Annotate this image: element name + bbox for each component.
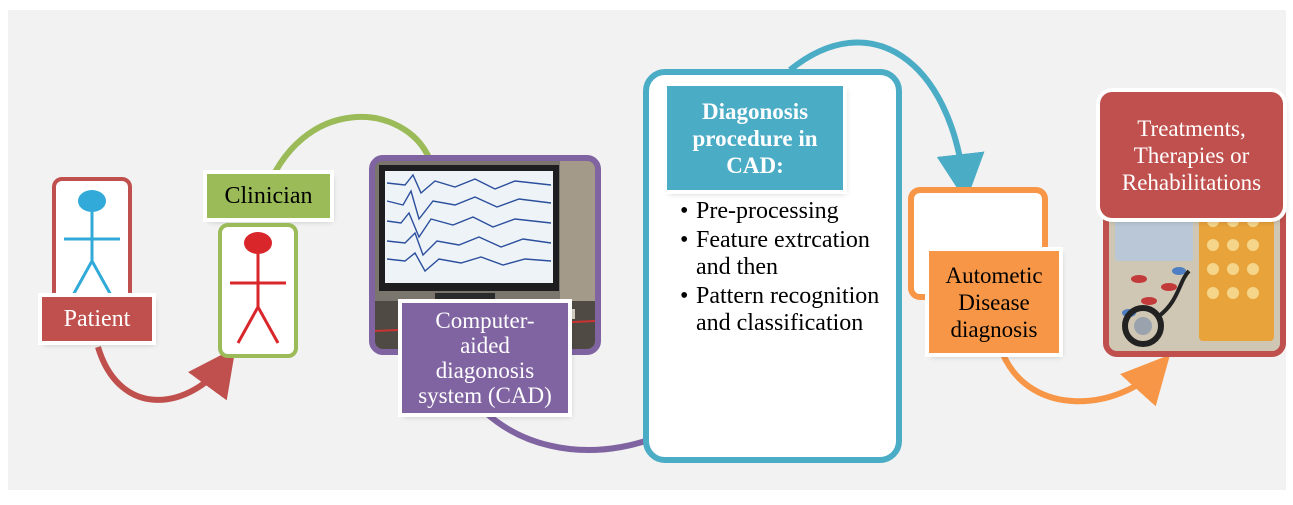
clinician-figure-box — [218, 223, 298, 358]
step-preprocessing: Pre-processing — [680, 198, 880, 225]
patient-figure-box — [52, 177, 132, 314]
cad-label: Computer- aided diagonosis system (CAD) — [402, 303, 568, 413]
step-pattern-recognition: Pattern recognition and classification — [680, 283, 880, 337]
patient-person-icon — [64, 190, 120, 298]
clinician-label: Clinician — [207, 174, 330, 218]
arc-clinician-to-cad — [262, 114, 433, 196]
arrow-automatic-to-treatments — [999, 350, 1171, 407]
arrow-procedure-to-automatic — [788, 39, 985, 202]
procedure-steps: Pre-processing Feature extrcation and th… — [680, 198, 880, 339]
patient-label: Patient — [42, 297, 152, 341]
procedure-title: Diagonosis procedure in CAD: — [667, 86, 843, 190]
automatic-diagnosis-label: Autometic Disease diagnosis — [929, 251, 1059, 353]
step-feature-extraction: Feature extrcation and then — [680, 227, 880, 281]
arrow-patient-to-clinician — [95, 346, 236, 403]
treatments-label: Treatments, Therapies or Rehabilitations — [1100, 92, 1283, 218]
clinician-person-icon — [230, 232, 286, 344]
